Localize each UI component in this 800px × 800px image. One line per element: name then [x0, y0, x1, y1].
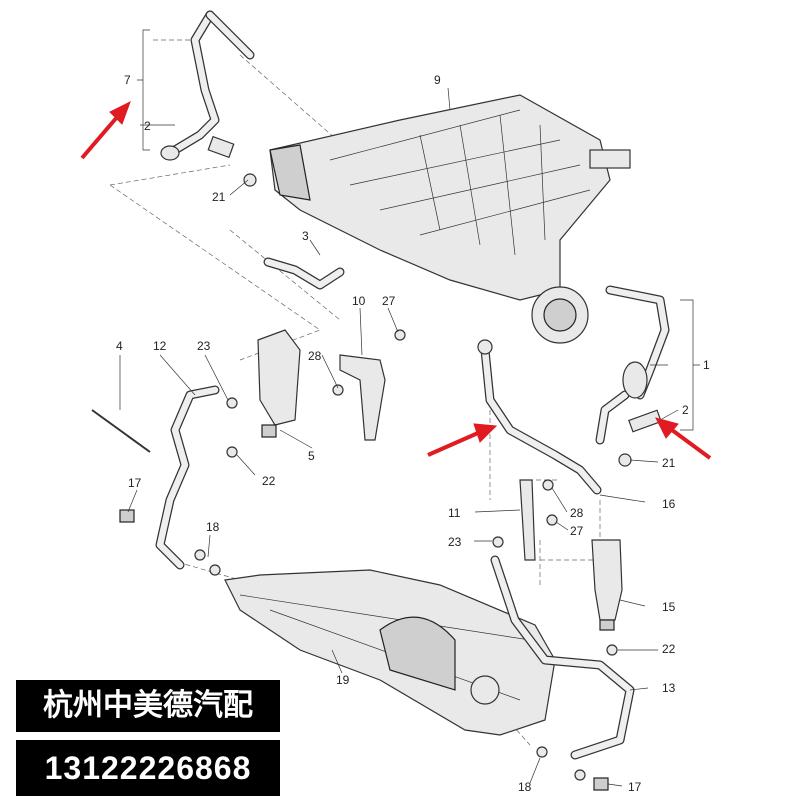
callout-2: 2	[144, 119, 151, 133]
callout-28: 28	[308, 349, 322, 363]
callout-12: 12	[153, 339, 167, 353]
callout-18: 18	[518, 780, 532, 794]
hose-3	[263, 257, 345, 290]
oil-separator-5	[257, 329, 301, 438]
bracket-10	[332, 329, 406, 441]
callout-21: 21	[212, 190, 226, 204]
callout-27: 27	[382, 294, 396, 308]
callout-5: 5	[308, 449, 315, 463]
callout-7: 7	[124, 73, 131, 87]
hose-12	[119, 385, 238, 576]
intake-manifold	[269, 94, 631, 344]
callout-21: 21	[662, 456, 676, 470]
callout-labels: 7 2 21 9 3 10 27 4 12 23 28 5 22 17 18 1…	[116, 73, 710, 794]
callout-18: 18	[206, 520, 220, 534]
red-arrow-left	[80, 100, 131, 160]
dipstick-4	[91, 409, 151, 453]
bracket-11	[492, 479, 558, 561]
callout-9: 9	[434, 73, 441, 87]
shop-name-watermark: 杭州中美德汽配	[16, 680, 280, 732]
group-bracket-1	[680, 299, 700, 431]
callout-13: 13	[662, 681, 676, 695]
leader-lines	[119, 87, 679, 787]
callout-10: 10	[352, 294, 366, 308]
callout-23: 23	[448, 535, 462, 549]
callout-23: 23	[197, 339, 211, 353]
oil-pan-19	[224, 569, 556, 736]
callout-3: 3	[302, 229, 309, 243]
callout-1: 1	[703, 358, 710, 372]
callout-17: 17	[628, 780, 642, 794]
callout-16: 16	[662, 497, 676, 511]
hose-13	[490, 555, 635, 791]
callout-11: 11	[448, 506, 461, 520]
phone-watermark: 13122226868	[16, 740, 280, 796]
callout-22: 22	[662, 642, 676, 656]
hose-16	[477, 339, 602, 495]
oil-separator-15	[591, 539, 623, 656]
callout-2: 2	[682, 403, 689, 417]
red-arrow-middle	[427, 423, 498, 457]
callout-19: 19	[336, 673, 350, 687]
red-arrow-right	[655, 417, 712, 460]
callout-27: 27	[570, 524, 584, 538]
callout-4: 4	[116, 339, 123, 353]
pcv-hose-1	[595, 285, 670, 467]
callout-22: 22	[262, 474, 276, 488]
group-bracket-7	[137, 29, 150, 151]
callout-15: 15	[662, 600, 676, 614]
callout-17: 17	[128, 476, 142, 490]
breather-hose-7	[160, 10, 257, 187]
callout-28: 28	[570, 506, 584, 520]
